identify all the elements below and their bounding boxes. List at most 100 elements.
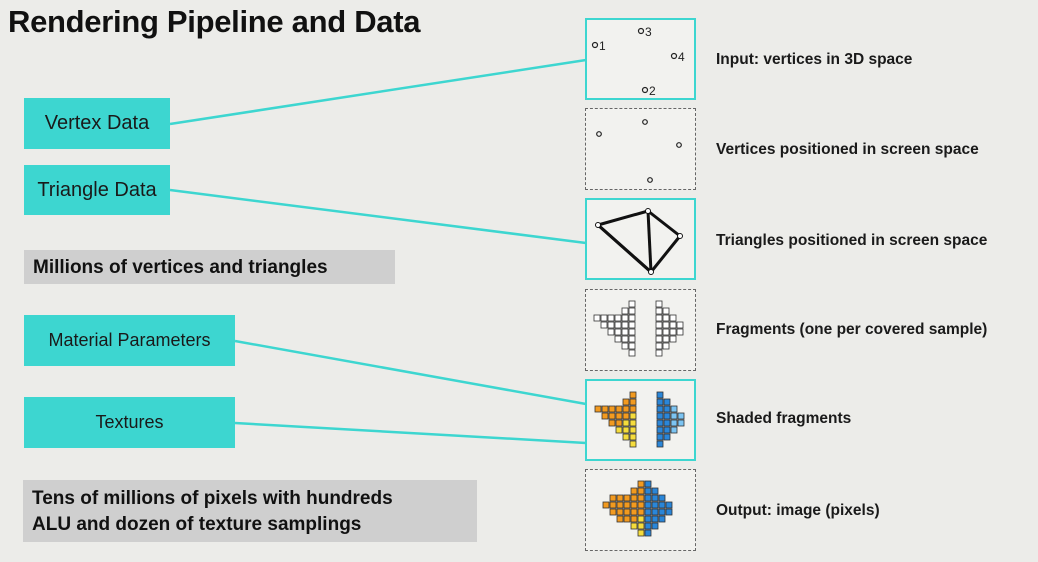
fragment-cell — [630, 522, 638, 530]
fragment-cell — [644, 487, 652, 495]
fragment-cell — [670, 419, 678, 427]
material-parameters-box: Material Parameters — [24, 315, 235, 366]
fragment-cell — [621, 321, 629, 329]
fragment-cell — [656, 405, 664, 413]
connector-textures — [234, 421, 587, 445]
fragment-cell — [651, 522, 659, 530]
fragment-cell — [656, 419, 664, 427]
fragment-cell — [670, 405, 678, 413]
fragment-cell — [655, 342, 663, 350]
fragment-cell — [655, 349, 663, 357]
fragment-cell — [637, 515, 645, 523]
fragment-cell — [629, 398, 637, 406]
fragment-cell — [630, 487, 638, 495]
fragment-cell — [644, 515, 652, 523]
stage-output-image — [585, 469, 696, 551]
fragment-cell — [593, 314, 601, 322]
fragment-cell — [658, 494, 666, 502]
fragment-cell — [609, 508, 617, 516]
stage-screen-vertices — [585, 108, 696, 190]
screen-vertices-figure — [596, 119, 682, 183]
fragment-cell — [655, 321, 663, 329]
fragment-cell — [656, 412, 664, 420]
output-image-figure — [602, 480, 673, 537]
fragment-cell — [629, 419, 637, 427]
fragment-cell — [602, 501, 610, 509]
fragment-cell — [662, 335, 670, 343]
fragment-cell — [662, 307, 670, 315]
fragment-cell — [658, 515, 666, 523]
fragment-cell — [665, 508, 673, 516]
fragment-cell — [621, 335, 629, 343]
fragment-cell — [621, 342, 629, 350]
fragment-cell — [628, 300, 636, 308]
fragment-cell — [616, 494, 624, 502]
fragment-cell — [663, 426, 671, 434]
fragment-cell — [656, 426, 664, 434]
fragment-cell — [629, 440, 637, 448]
fragment-cell — [655, 335, 663, 343]
fragment-cell — [669, 335, 677, 343]
fragment-cell — [651, 515, 659, 523]
fragment-cell — [622, 412, 630, 420]
fragment-cell — [614, 314, 622, 322]
fragment-cell — [662, 328, 670, 336]
fragment-cell — [644, 529, 652, 537]
fragment-cell — [670, 412, 678, 420]
fragment-cell — [644, 480, 652, 488]
fragment-cell — [623, 501, 631, 509]
fragment-cell — [621, 307, 629, 315]
fragment-cell — [621, 328, 629, 336]
page-title: Rendering Pipeline and Data — [8, 4, 421, 39]
fragments-figure — [593, 300, 684, 357]
triangles-figure — [595, 208, 683, 275]
fragment-cell — [628, 335, 636, 343]
fragment-cell — [614, 335, 622, 343]
vertex-data-label: Vertex Data — [44, 112, 150, 134]
fragment-cell — [655, 300, 663, 308]
input-vertices-figure: 1 3 4 2 — [591, 25, 685, 98]
fragment-cell — [658, 501, 666, 509]
stage-label-triangles: Triangles positioned in screen space — [716, 232, 988, 249]
fragment-cell — [628, 321, 636, 329]
fragment-cell — [629, 391, 637, 399]
fragment-cell — [616, 501, 624, 509]
fragment-cell — [637, 501, 645, 509]
pixels-note: Tens of millions of pixels with hundreds… — [23, 480, 477, 542]
fragment-cell — [594, 405, 602, 413]
fragment-cell — [608, 412, 616, 420]
fragment-cell — [644, 522, 652, 530]
fragment-cell — [656, 433, 664, 441]
fragment-cell — [677, 419, 685, 427]
fragment-cell — [637, 508, 645, 516]
fragment-cell — [651, 501, 659, 509]
fragment-cell — [665, 501, 673, 509]
fragment-cell — [608, 419, 616, 427]
fragment-cell — [629, 405, 637, 413]
fragment-cell — [663, 433, 671, 441]
connector-vertex-data — [169, 58, 587, 126]
fragment-cell — [623, 508, 631, 516]
fragment-cell — [651, 508, 659, 516]
fragment-cell — [663, 398, 671, 406]
fragment-cell — [637, 522, 645, 530]
fragment-cell — [656, 398, 664, 406]
fragment-cell — [670, 426, 678, 434]
fragment-cell — [629, 412, 637, 420]
fragment-cell — [615, 426, 623, 434]
fragment-cell — [676, 321, 684, 329]
fragment-cell — [622, 433, 630, 441]
fragment-cell — [637, 487, 645, 495]
stage-shaded-fragments — [585, 379, 696, 461]
connector-triangle-data — [169, 188, 587, 245]
fragment-cell — [677, 412, 685, 420]
fragment-cell — [663, 405, 671, 413]
stage-label-shaded: Shaded fragments — [716, 410, 852, 427]
geometry-note: Millions of vertices and triangles — [24, 250, 395, 284]
fragment-cell — [615, 405, 623, 413]
fragment-cell — [614, 328, 622, 336]
fragment-cell — [663, 419, 671, 427]
vertex-number-4: 4 — [678, 50, 685, 64]
fragment-cell — [630, 494, 638, 502]
